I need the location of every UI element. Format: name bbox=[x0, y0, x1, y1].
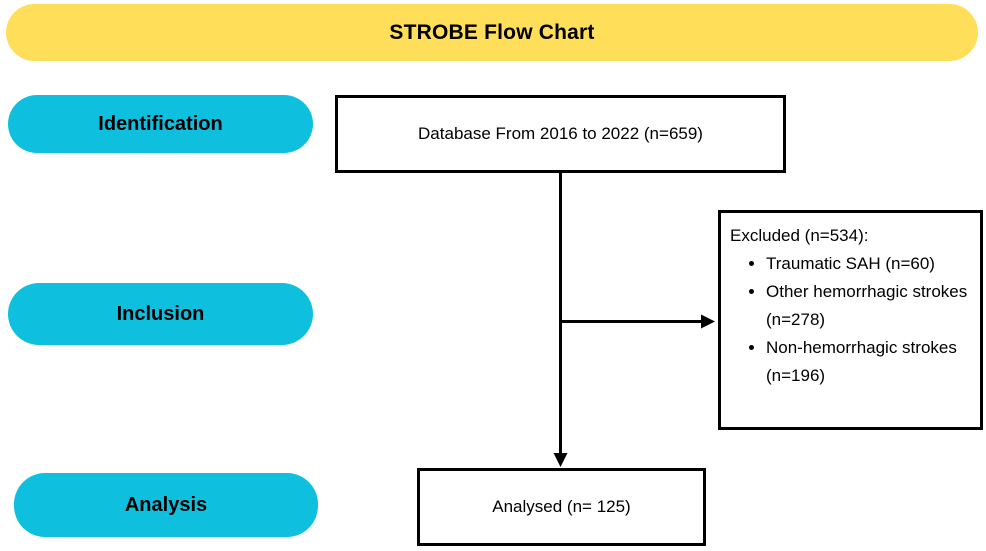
database-box: Database From 2016 to 2022 (n=659) bbox=[335, 95, 786, 173]
stage-pill-identification: Identification bbox=[8, 95, 313, 153]
excluded-box-heading: Excluded (n=534): bbox=[730, 226, 869, 245]
stage-label-inclusion: Inclusion bbox=[116, 302, 205, 325]
chart-title: STROBE Flow Chart bbox=[389, 20, 595, 44]
arrow-head-down-icon bbox=[553, 453, 568, 467]
excluded-box: Excluded (n=534): Traumatic SAH (n=60) O… bbox=[718, 210, 983, 430]
excluded-reason-item: Non-hemorrhagic strokes (n=196) bbox=[766, 334, 974, 390]
excluded-reasons-list: Traumatic SAH (n=60) Other hemorrhagic s… bbox=[730, 250, 974, 390]
analysed-box: Analysed (n= 125) bbox=[417, 468, 706, 546]
stage-pill-analysis: Analysis bbox=[14, 473, 318, 537]
arrow-head-right-icon bbox=[701, 314, 715, 329]
database-box-label: Database From 2016 to 2022 (n=659) bbox=[418, 124, 703, 143]
excluded-reason-item: Traumatic SAH (n=60) bbox=[766, 250, 974, 278]
stage-label-analysis: Analysis bbox=[124, 493, 208, 516]
chart-title-banner: STROBE Flow Chart bbox=[6, 4, 978, 61]
excluded-reason-item: Other hemorrhagic strokes (n=278) bbox=[766, 278, 974, 334]
analysed-box-label: Analysed (n= 125) bbox=[492, 497, 631, 516]
stage-pill-inclusion: Inclusion bbox=[8, 283, 313, 345]
stage-label-identification: Identification bbox=[98, 112, 223, 135]
